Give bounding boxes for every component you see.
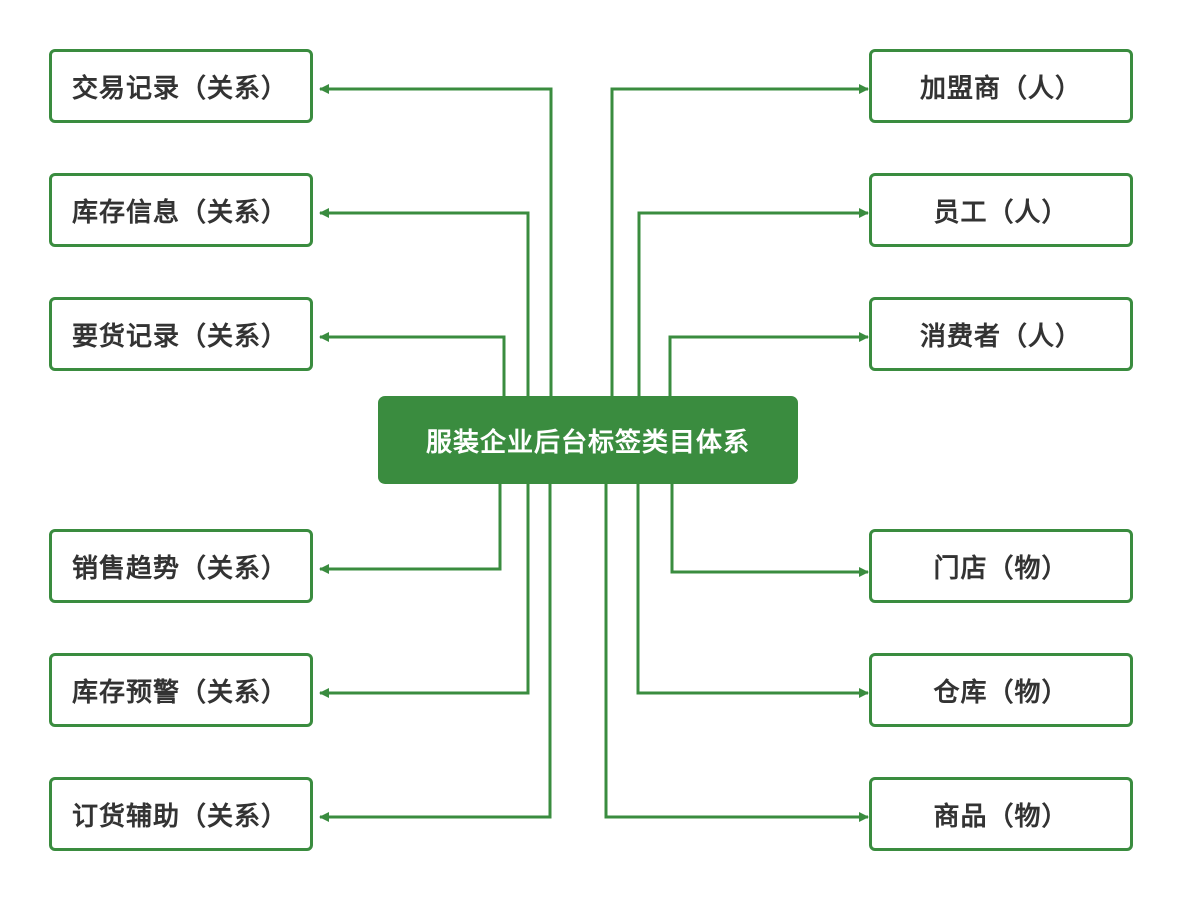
node-label: 交易记录（关系）: [72, 73, 289, 104]
node-label: 门店（物）: [933, 553, 1069, 584]
connector-right-2: [637, 208, 869, 396]
node-label: 库存信息（关系）: [72, 197, 289, 228]
connector-right-4: [670, 484, 869, 577]
node-product: 商品（物）: [869, 777, 1133, 851]
center-node-label: 服装企业后台标签类目体系: [425, 427, 750, 458]
connector-left-2: [319, 208, 530, 396]
connector-left-1: [319, 84, 553, 396]
node-inventory-info: 库存信息（关系）: [49, 173, 313, 247]
node-sales-trend: 销售趋势（关系）: [49, 529, 313, 603]
node-store: 门店（物）: [869, 529, 1133, 603]
center-node: 服装企业后台标签类目体系: [378, 396, 798, 484]
node-transaction-records: 交易记录（关系）: [49, 49, 313, 123]
node-label: 消费者（人）: [919, 321, 1082, 352]
connector-left-5: [319, 484, 530, 698]
node-requisition-records: 要货记录（关系）: [49, 297, 313, 371]
node-label: 要货记录（关系）: [72, 321, 289, 352]
node-label: 订货辅助（关系）: [72, 801, 289, 832]
connector-right-3: [668, 332, 869, 396]
node-label: 加盟商（人）: [919, 73, 1082, 104]
node-label: 库存预警（关系）: [72, 677, 289, 708]
connector-left-3: [319, 332, 506, 396]
connector-right-5: [636, 484, 869, 698]
node-inventory-alert: 库存预警（关系）: [49, 653, 313, 727]
node-consumer: 消费者（人）: [869, 297, 1133, 371]
node-label: 仓库（物）: [933, 677, 1069, 708]
node-warehouse: 仓库（物）: [869, 653, 1133, 727]
connector-right-1: [610, 84, 869, 396]
node-order-assist: 订货辅助（关系）: [49, 777, 313, 851]
node-employee: 员工（人）: [869, 173, 1133, 247]
connector-left-6: [319, 484, 552, 822]
node-label: 销售趋势（关系）: [72, 553, 289, 584]
connector-left-4: [319, 484, 502, 574]
node-label: 员工（人）: [933, 197, 1069, 228]
connector-right-6: [604, 484, 869, 822]
node-franchisee: 加盟商（人）: [869, 49, 1133, 123]
node-label: 商品（物）: [933, 801, 1069, 832]
